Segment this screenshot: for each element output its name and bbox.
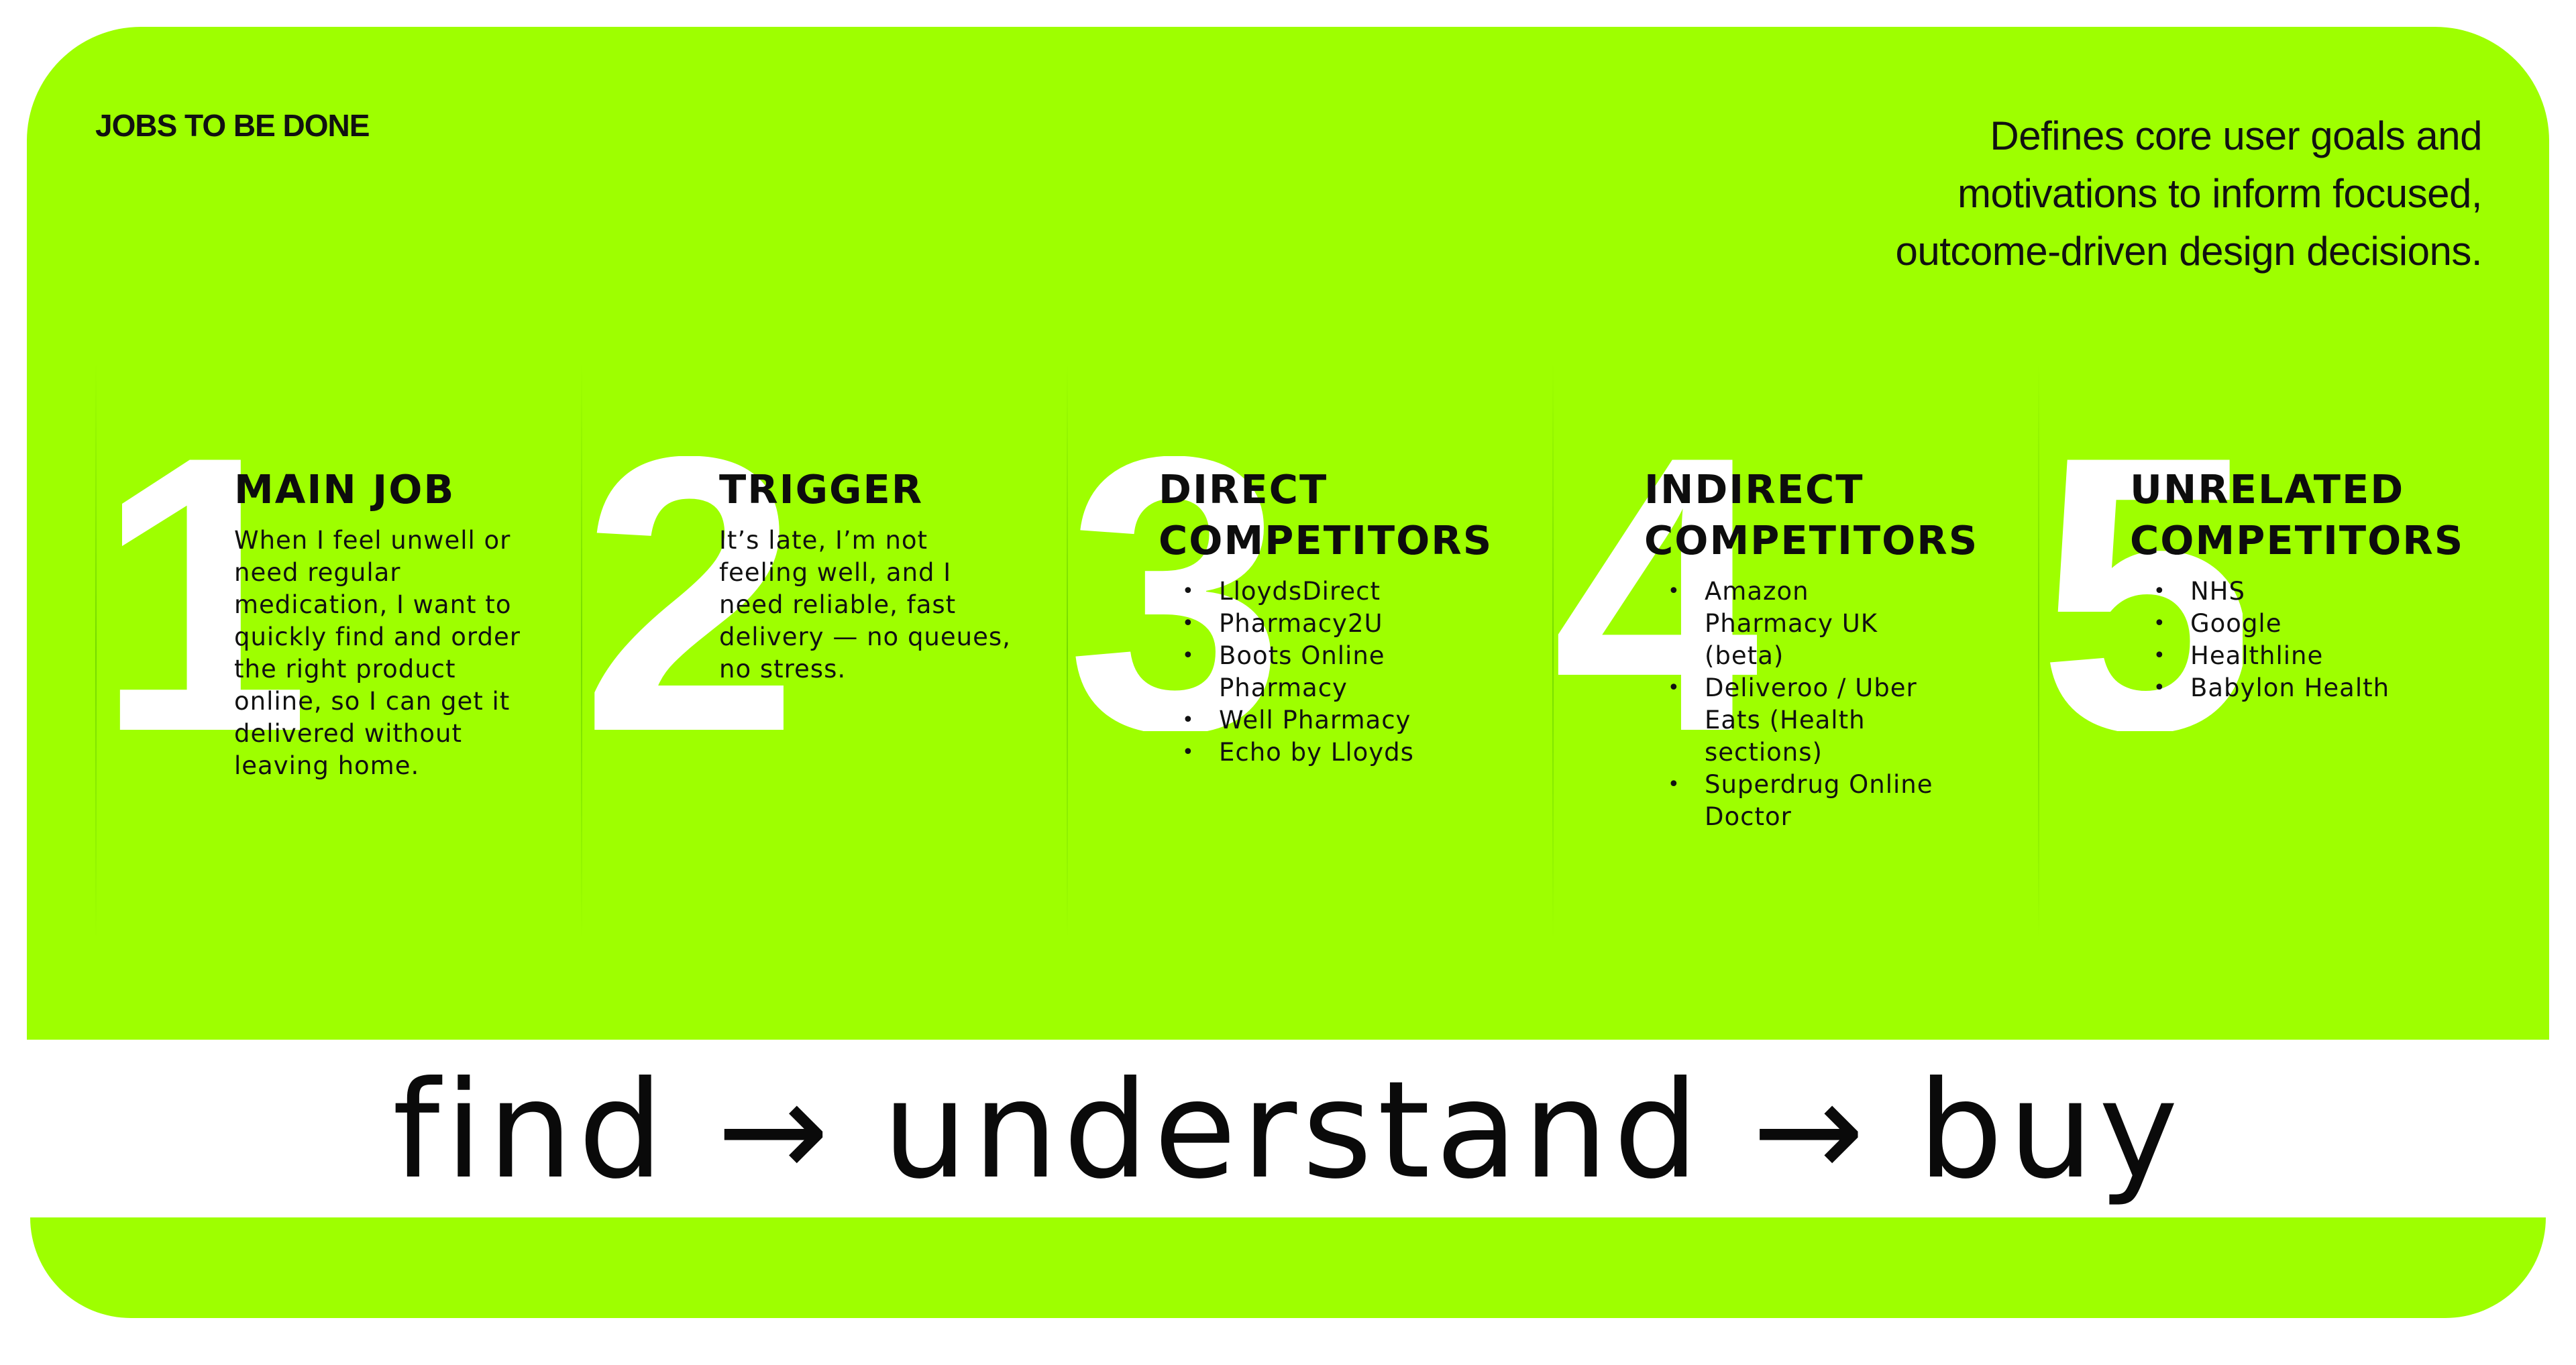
column-direct-competitors: 3 DIRECT COMPETITORS •LloydsDirect •Phar… xyxy=(1067,362,1553,939)
list-item: •Echo by Lloyds xyxy=(1182,736,1493,769)
list-item-line: LloydsDirect xyxy=(1219,577,1381,606)
list-item-line: Pharmacy UK xyxy=(1705,609,1878,638)
column-text-line: medication, I want to xyxy=(234,590,512,619)
list-item-line: Well Pharmacy xyxy=(1219,706,1411,734)
column-content: MAIN JOB When I feel unwell or need regu… xyxy=(234,464,521,782)
list-item: •Babylon Health xyxy=(2153,672,2464,704)
column-title: UNRELATED COMPETITORS xyxy=(2130,464,2464,566)
column-divider xyxy=(95,362,97,939)
column-title-line: TRIGGER xyxy=(719,466,924,512)
column-text-line: delivered without xyxy=(234,719,462,748)
column-title-line: MAIN JOB xyxy=(234,466,455,512)
list-item-line: Echo by Lloyds xyxy=(1219,738,1414,767)
list-item-line: Google xyxy=(2190,609,2282,638)
column-text-line: online, so I can get it xyxy=(234,687,511,716)
description: Defines core user goals and motivations … xyxy=(1744,107,2483,280)
column-title-line: INDIRECT xyxy=(1644,466,1864,512)
column-text-line: no stress. xyxy=(719,655,847,684)
column-number: 5 xyxy=(2038,456,2243,731)
column-trigger: 2 TRIGGER It’s late, I’m not feeling wel… xyxy=(581,362,1067,939)
list-item-line: Healthline xyxy=(2190,641,2324,670)
column-content: UNRELATED COMPETITORS •NHS •Google •Heal… xyxy=(2130,464,2464,704)
column-content: DIRECT COMPETITORS •LloydsDirect •Pharma… xyxy=(1159,464,1493,769)
column-text-line: feeling well, and I xyxy=(719,558,952,587)
column-title-line: DIRECT xyxy=(1159,466,1328,512)
description-line: outcome-driven design decisions. xyxy=(1895,229,2483,274)
tagline: find → understand → buy xyxy=(392,1052,2184,1209)
column-title-line: COMPETITORS xyxy=(2130,517,2465,563)
competitor-list: •NHS •Google •Healthline •Babylon Health xyxy=(2130,576,2464,704)
column-title-line: COMPETITORS xyxy=(1159,517,1493,563)
column-unrelated-competitors: 5 UNRELATED COMPETITORS •NHS •Google •He… xyxy=(2038,362,2524,939)
column-title: MAIN JOB xyxy=(234,464,521,515)
list-item: •NHS xyxy=(2153,576,2464,608)
column-text-line: the right product xyxy=(234,655,456,684)
column-divider xyxy=(581,362,582,939)
list-item-line: Deliveroo / Uber xyxy=(1705,673,1917,702)
column-text-line: When I feel unwell or xyxy=(234,526,511,555)
column-content: TRIGGER It’s late, I’m not feeling well,… xyxy=(719,464,1011,686)
list-item-line: Pharmacy2U xyxy=(1219,609,1383,638)
column-text-line: leaving home. xyxy=(234,751,420,780)
column-text-line: It’s late, I’m not xyxy=(719,526,928,555)
column-text-line: quickly find and order xyxy=(234,622,521,651)
column-title: TRIGGER xyxy=(719,464,1011,515)
list-item: •Pharmacy2U xyxy=(1182,608,1493,640)
list-item: •LloydsDirect xyxy=(1182,576,1493,608)
list-item-line: Eats (Health xyxy=(1705,706,1866,734)
column-text-line: delivery — no queues, xyxy=(719,622,1011,651)
list-item-line: Amazon xyxy=(1705,577,1809,606)
list-item-line: Pharmacy xyxy=(1219,673,1348,702)
list-item-line: Boots Online xyxy=(1219,641,1385,670)
column-divider xyxy=(1067,362,1068,939)
column-number: 4 xyxy=(1552,456,1758,731)
column-main-job: 1 MAIN JOB When I feel unwell or need re… xyxy=(95,362,582,939)
column-text: When I feel unwell or need regular medic… xyxy=(234,525,521,782)
green-panel-top xyxy=(27,27,2549,1040)
description-line: motivations to inform focused, xyxy=(1957,171,2483,216)
column-text-line: need reliable, fast xyxy=(719,590,957,619)
column-text-line: need regular xyxy=(234,558,401,587)
column-number: 1 xyxy=(95,456,301,731)
list-item-line: sections) xyxy=(1705,738,1823,767)
column-divider xyxy=(2038,362,2039,939)
column-title-line: UNRELATED xyxy=(2130,466,2405,512)
list-item: •Well Pharmacy xyxy=(1182,704,1493,736)
list-item-line: Babylon Health xyxy=(2190,673,2390,702)
column-title-line: COMPETITORS xyxy=(1644,517,1979,563)
section-label: JOBS TO BE DONE xyxy=(95,108,370,143)
column-number: 2 xyxy=(581,456,786,731)
list-item-line: NHS xyxy=(2190,577,2245,606)
list-item: •Google xyxy=(2153,608,2464,640)
column-title: INDIRECT COMPETITORS xyxy=(1644,464,1978,566)
column-text: It’s late, I’m not feeling well, and I n… xyxy=(719,525,1011,686)
column-title: DIRECT COMPETITORS xyxy=(1159,464,1493,566)
list-item-line: (beta) xyxy=(1705,641,1784,670)
list-item-line: Doctor xyxy=(1705,802,1792,831)
list-item-line: Superdrug Online xyxy=(1705,770,1933,799)
description-line: Defines core user goals and xyxy=(1990,113,2482,158)
column-divider xyxy=(1552,362,1554,939)
list-item: •Healthline xyxy=(2153,640,2464,672)
green-panel-bottom xyxy=(30,1217,2546,1318)
column-number: 3 xyxy=(1067,456,1272,731)
